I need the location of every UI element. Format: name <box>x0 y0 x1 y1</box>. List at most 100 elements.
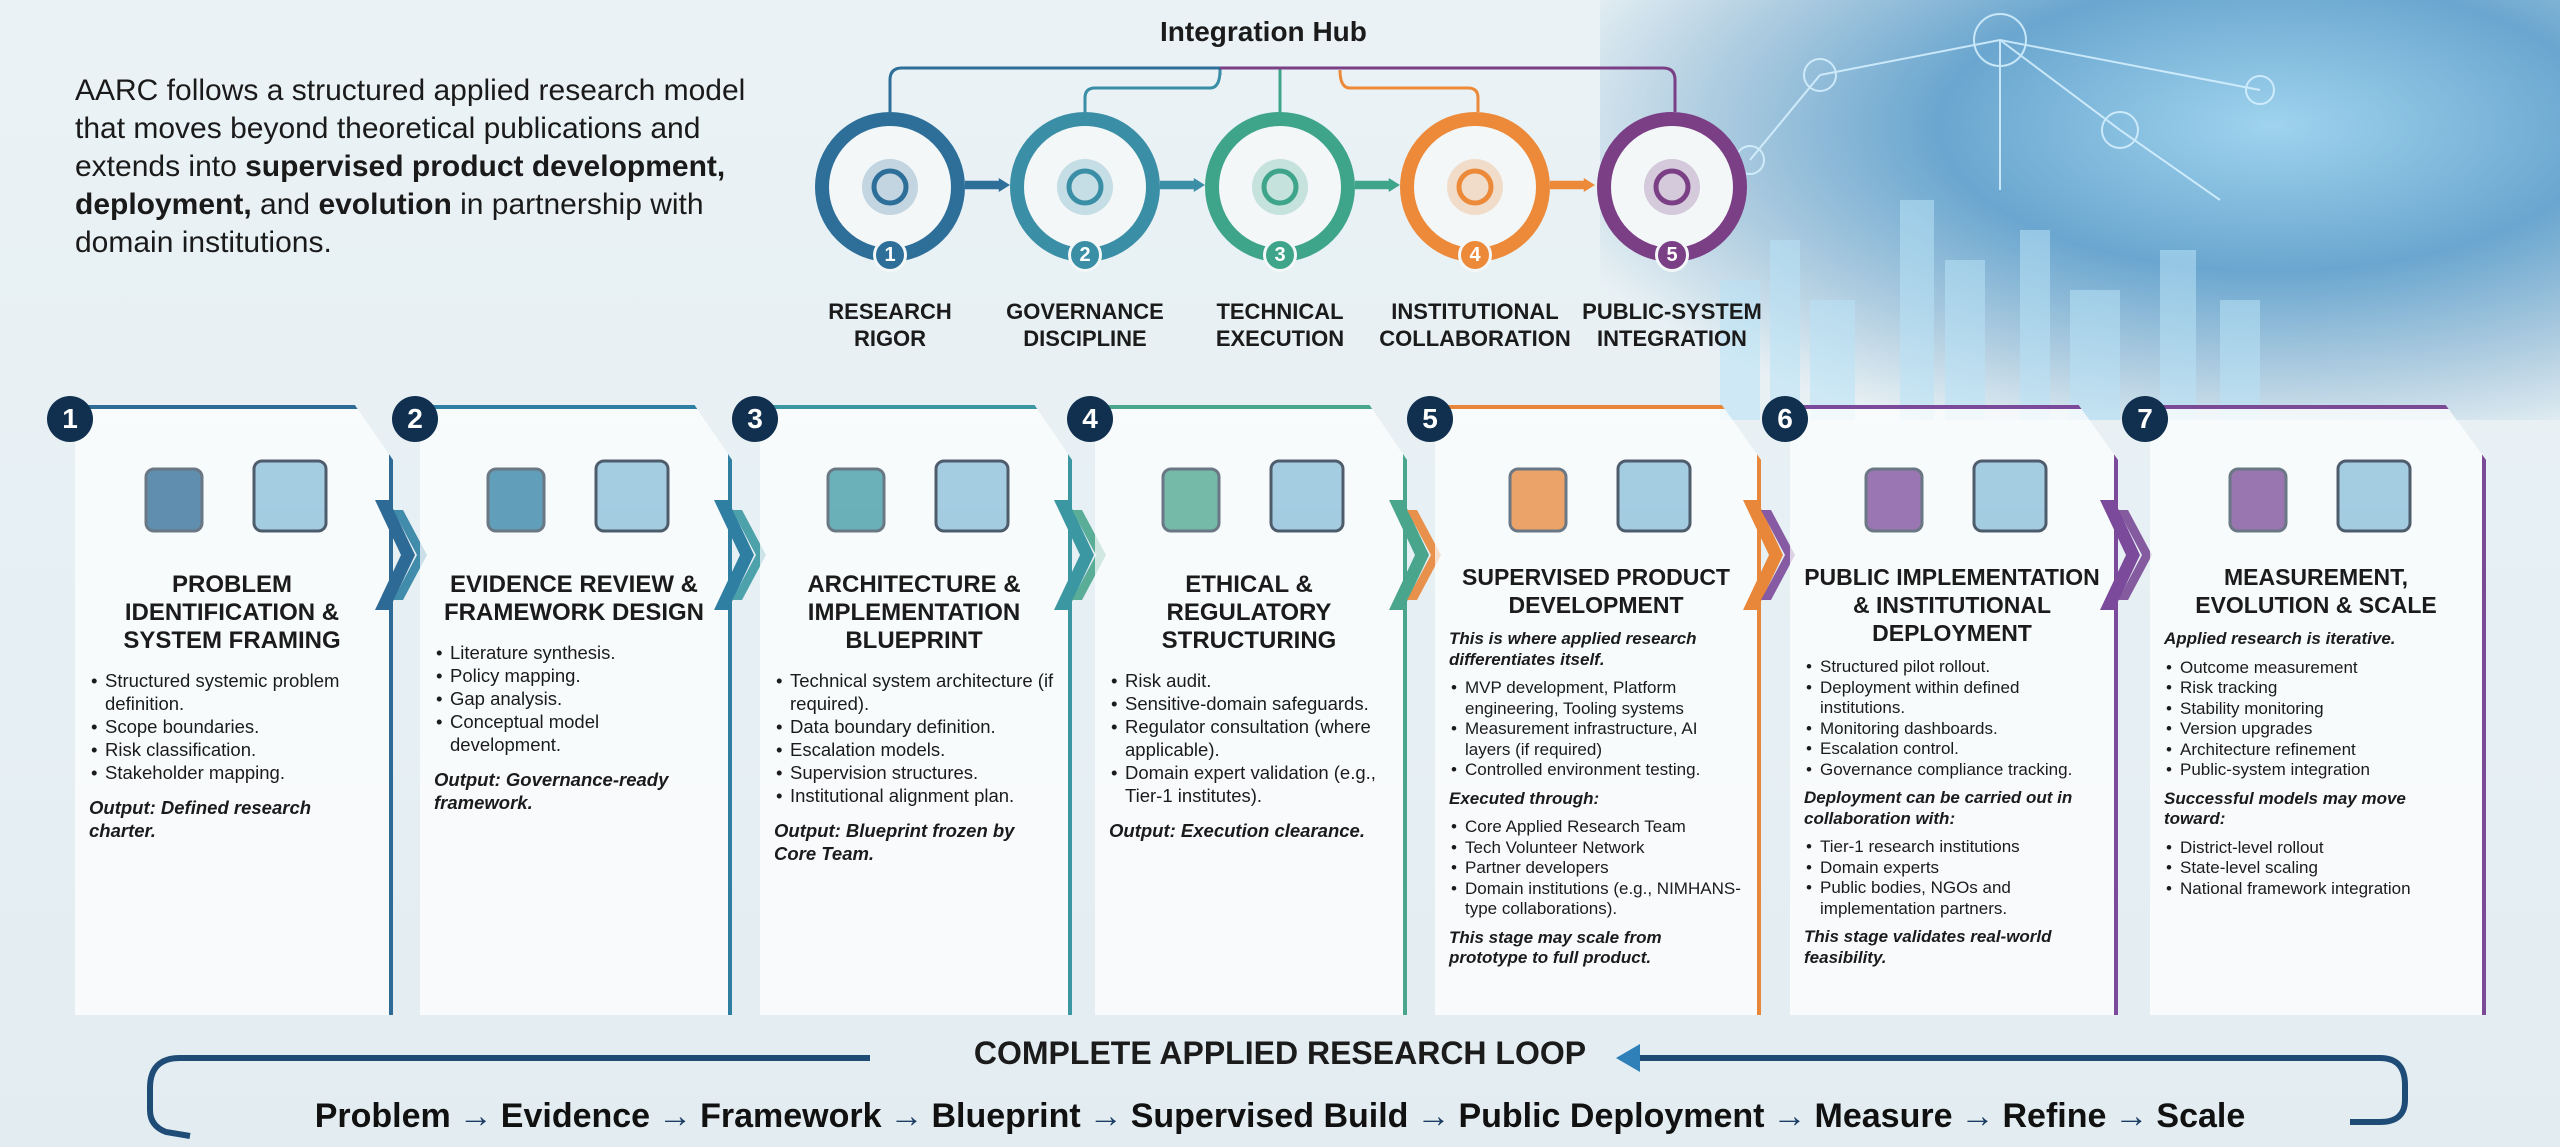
hub-arrow-icon <box>1160 178 1205 192</box>
hub-number: 3 <box>1263 238 1297 272</box>
arrow-right-icon: → <box>1960 1097 1995 1135</box>
stage-icons <box>2164 409 2468 549</box>
loop-step: Evidence <box>500 1097 651 1135</box>
stage-title: SUPERVISED PRODUCT DEVELOPMENT <box>1462 564 1730 618</box>
arrow-right-icon: → <box>1772 1097 1807 1135</box>
magnifier-books-icon <box>862 159 918 215</box>
hub-node-3: 3 <box>1205 112 1355 272</box>
hub-node-1: 1 <box>815 112 965 272</box>
telescope-icon <box>144 467 204 533</box>
stage-bullets: District-level rolloutState-level scalin… <box>2164 838 2468 900</box>
bullet-item: Policy mapping. <box>434 664 714 687</box>
bullet-item: Core Applied Research Team <box>1449 817 1743 838</box>
blueprint-icon <box>934 459 1010 533</box>
hub-node-4: 4 <box>1400 112 1550 272</box>
truck-icon <box>1972 459 2048 533</box>
bullet-item: Controlled environment testing. <box>1449 760 1743 781</box>
bullet-item: Public-system integration <box>2164 760 2468 781</box>
hub-label: PUBLIC-SYSTEM INTEGRATION <box>1582 299 1762 351</box>
bullet-item: Outcome measurement <box>2164 658 2468 679</box>
stage-title: ARCHITECTURE & IMPLEMENTATION BLUEPRINT <box>807 571 1021 654</box>
bullet-item: Stability monitoring <box>2164 699 2468 720</box>
bullet-item: Domain institutions (e.g., NIMHANS-type … <box>1449 879 1743 920</box>
hub-arrow-icon <box>1355 178 1400 192</box>
bullet-item: Structured systemic problem definition. <box>89 669 375 715</box>
bullet-item: District-level rollout <box>2164 838 2468 859</box>
stage-note: This stage may scale from prototype to f… <box>1449 927 1662 968</box>
bullet-item: Escalation models. <box>774 738 1054 761</box>
bullet-item: Measurement infrastructure, AI layers (i… <box>1449 719 1743 760</box>
bullet-item: State-level scaling <box>2164 858 2468 879</box>
bullet-item: Public bodies, NGOs and implementation p… <box>1804 878 2100 919</box>
bullet-item: Monitoring dashboards. <box>1804 719 2100 740</box>
stage-note: Executed through: <box>1449 788 1600 808</box>
bullet-item: Tech Volunteer Network <box>1449 838 1743 859</box>
stage-note: Applied research is iterative. <box>2164 629 2396 648</box>
stage-bullets: MVP development, Platform engineering, T… <box>1449 678 1743 781</box>
hub-number: 5 <box>1655 238 1689 272</box>
compass-icon <box>826 467 886 533</box>
bullet-item: Data boundary definition. <box>774 715 1054 738</box>
briefcase-icon <box>1616 459 1692 533</box>
stage-note: Deployment can be carried out in collabo… <box>1804 788 2073 828</box>
stage-title: ETHICAL & REGULATORY STRUCTURING <box>1161 571 1337 654</box>
bullet-item: Version upgrades <box>2164 719 2468 740</box>
city-network-background <box>1600 0 2560 420</box>
bullet-item: Structured pilot rollout. <box>1804 657 2100 678</box>
hub-connectors <box>888 66 1677 112</box>
arrow-right-icon: → <box>458 1097 493 1135</box>
stage-icons <box>434 409 714 549</box>
arrow-right-icon: → <box>1088 1097 1123 1135</box>
loop-sequence: Problem→Evidence→Framework→Blueprint→Sup… <box>0 1097 2560 1136</box>
bullet-item: Deployment within defined institutions. <box>1804 678 2100 719</box>
arrow-right-icon: → <box>1416 1097 1451 1135</box>
bullet-item: Risk audit. <box>1109 669 1389 692</box>
hub-label: RESEARCH RIGOR <box>828 299 952 351</box>
stage-note: Output: Execution clearance. <box>1109 820 1365 841</box>
books-icon <box>486 467 546 533</box>
bullet-item: Sensitive-domain safeguards. <box>1109 692 1389 715</box>
bullet-item: Domain experts <box>1804 858 2100 879</box>
stage-note: Successful models may move toward: <box>2164 788 2406 829</box>
stage-bullets: Literature synthesis.Policy mapping.Gap … <box>434 641 714 756</box>
map-icon <box>252 459 328 533</box>
plant-icon <box>2336 459 2412 533</box>
bullet-item: Scope boundaries. <box>89 715 375 738</box>
stage-number-badge: 7 <box>2122 396 2168 442</box>
handshake-icon <box>1447 159 1503 215</box>
bullet-item: Risk tracking <box>2164 678 2468 699</box>
legal-document-icon <box>1269 459 1345 533</box>
loop-step: Supervised Build <box>1130 1097 1409 1135</box>
hub-arrow-icon <box>965 178 1010 192</box>
hub-label: GOVERNANCE DISCIPLINE <box>1006 299 1164 351</box>
stage-number-badge: 1 <box>47 396 93 442</box>
stage-card-3: ARCHITECTURE & IMPLEMENTATION BLUEPRINT T… <box>760 405 1072 1015</box>
org-chart-icon <box>594 459 670 533</box>
loop-step: Framework <box>700 1097 882 1135</box>
stage-icons <box>1449 409 1743 549</box>
bullet-item: Regulator consultation (where applicable… <box>1109 715 1389 761</box>
stage-note: This stage validates real-world feasibil… <box>1804 927 2052 967</box>
rocket-icon <box>1508 467 1568 533</box>
integration-hub-title: Integration Hub <box>1160 16 1367 47</box>
stage-bullets: Tier-1 research institutionsDomain exper… <box>1804 837 2100 919</box>
hub-label: INSTITUTIONAL COLLABORATION <box>1379 299 1571 351</box>
stage-note: Output: Defined research charter. <box>89 797 312 841</box>
hub-number: 1 <box>873 238 907 272</box>
stage-card-6: PUBLIC IMPLEMENTATION & INSTITUTIONAL DE… <box>1790 405 2118 1015</box>
stage-bullets: Risk audit.Sensitive-domain safeguards.R… <box>1109 669 1389 807</box>
stage-title: EVIDENCE REVIEW & FRAMEWORK DESIGN <box>444 571 704 626</box>
hub-node-2: 2 <box>1010 112 1160 272</box>
stage-bullets: Structured pilot rollout.Deployment with… <box>1804 657 2100 780</box>
city-icon <box>1864 467 1924 533</box>
loop-step: Measure <box>1814 1097 1953 1135</box>
bullet-item: National framework integration <box>2164 879 2468 900</box>
stage-card-2: EVIDENCE REVIEW & FRAMEWORK DESIGN Litera… <box>420 405 732 1015</box>
network-graphic <box>1720 13 2275 420</box>
stage-card-1: PROBLEM IDENTIFICATION & SYSTEM FRAMINGS… <box>75 405 393 1015</box>
scales-icon <box>1161 467 1221 533</box>
bullet-item: Technical system architecture (if requir… <box>774 669 1054 715</box>
stage-number-badge: 5 <box>1407 396 1453 442</box>
network-people-icon <box>1644 159 1700 215</box>
